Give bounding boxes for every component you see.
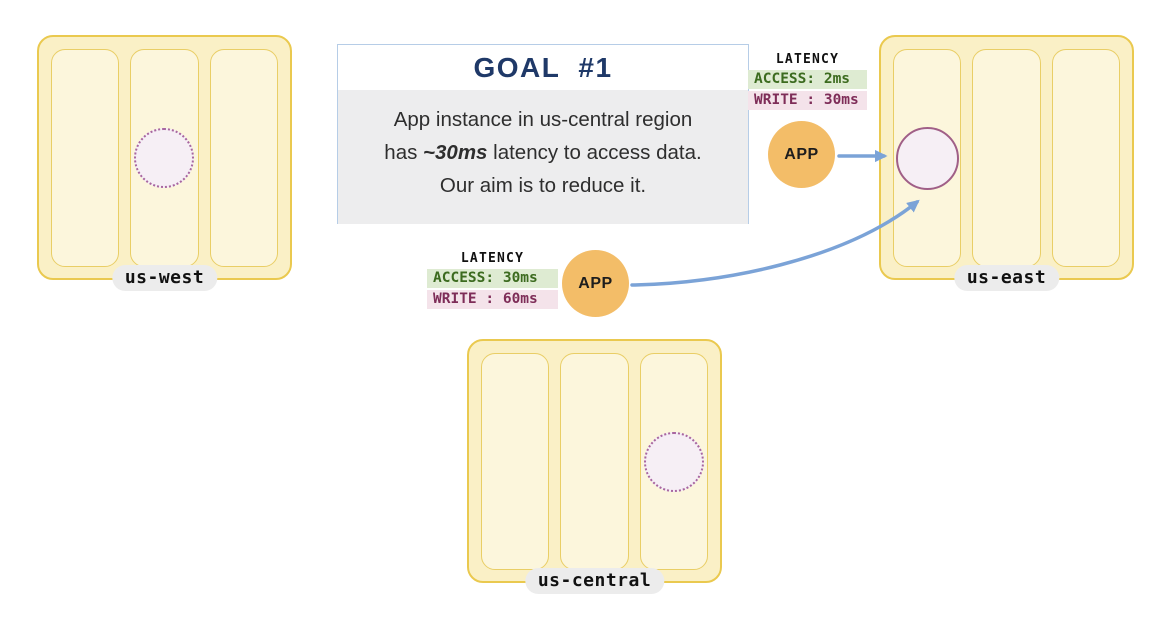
- latency-panel-central: LATENCY ACCESS: 30ms WRITE : 60ms: [427, 251, 558, 311]
- goal-line-2-pre: has: [384, 141, 424, 164]
- goal-title: GOAL #1: [473, 51, 613, 83]
- availability-zone: [209, 49, 278, 267]
- goal-line-1: App instance in us-central region: [393, 108, 693, 131]
- access-latency-badge: ACCESS: 30ms: [427, 269, 558, 288]
- data-primary-circle: [895, 126, 959, 190]
- write-latency-badge: WRITE : 30ms: [748, 91, 867, 110]
- availability-zone: [560, 353, 629, 570]
- latency-title: LATENCY: [460, 251, 525, 266]
- availability-zone: [51, 49, 120, 267]
- availability-zone: [893, 49, 962, 267]
- region-us-central: us-central: [467, 339, 722, 594]
- app-instance-east-circle: APP: [768, 121, 835, 188]
- goal-line-2-post: latency to access data.: [487, 141, 702, 164]
- goal-callout-box: GOAL #1 App instance in us-central regio…: [337, 44, 749, 224]
- availability-zone: [130, 49, 199, 267]
- availability-zone: [481, 353, 550, 570]
- latency-panel-east: LATENCY ACCESS: 2ms WRITE : 30ms: [748, 52, 867, 112]
- region-us-west: us-west: [37, 35, 292, 291]
- goal-line-2-emphasis: ~30ms: [423, 141, 488, 164]
- availability-zone: [1051, 49, 1120, 267]
- access-latency-badge: ACCESS: 2ms: [748, 70, 867, 89]
- goal-body-text: App instance in us-central region has ~3…: [338, 90, 748, 224]
- goal-line-3: Our aim is to reduce it.: [439, 174, 647, 197]
- goal-header: GOAL #1: [338, 45, 748, 90]
- data-replica-dotted-circle: [643, 431, 704, 492]
- region-label-us-central: us-central: [524, 568, 665, 594]
- region-label-us-east: us-east: [953, 265, 1060, 291]
- region-label-us-west: us-west: [111, 265, 218, 291]
- app-label: APP: [578, 274, 613, 292]
- latency-title: LATENCY: [775, 52, 840, 67]
- write-latency-badge: WRITE : 60ms: [427, 290, 558, 309]
- data-replica-dotted-circle: [134, 128, 195, 188]
- app-label: APP: [784, 145, 819, 163]
- availability-zone: [972, 49, 1041, 267]
- app-instance-central-circle: APP: [562, 250, 629, 317]
- availability-zone: [639, 353, 708, 570]
- region-us-east: us-east: [879, 35, 1134, 291]
- goal-line-2: has ~30ms latency to access data.: [338, 136, 748, 169]
